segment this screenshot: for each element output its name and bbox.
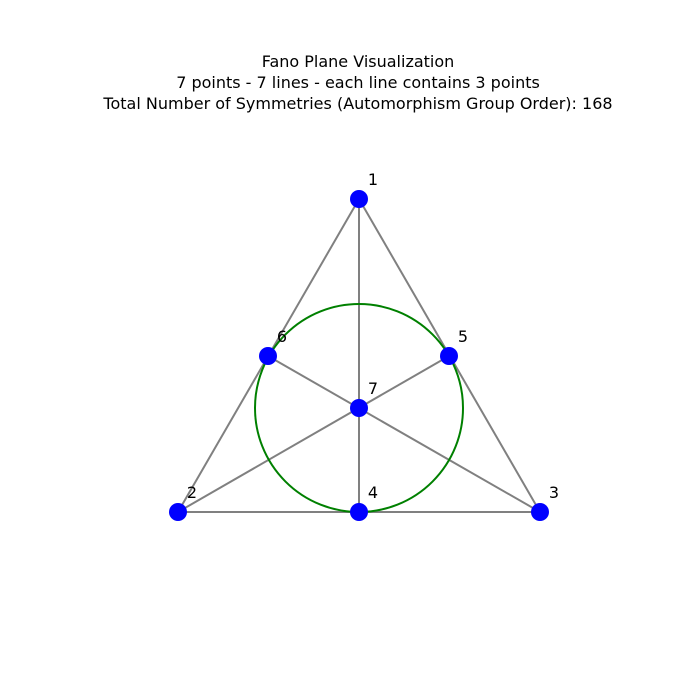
title-line-3: Total Number of Symmetries (Automorphism… [103,94,613,113]
point-3 [531,503,549,521]
title-line-2: 7 points - 7 lines - each line contains … [176,73,540,92]
lines-layer [177,198,541,513]
line-2-5 [177,355,450,513]
title-line-1: Fano Plane Visualization [261,52,455,71]
point-5 [440,347,458,365]
point-6 [259,347,277,365]
point-label-6: 6 [277,327,287,346]
point-label-4: 4 [368,483,378,502]
point-label-2: 2 [187,483,197,502]
point-label-3: 3 [549,483,559,502]
line-3-6 [267,355,541,513]
points-layer [169,190,549,521]
point-4 [350,503,368,521]
point-2 [169,503,187,521]
diagram-title: Fano Plane Visualization 7 points - 7 li… [0,51,700,114]
point-1 [350,190,368,208]
labels-layer: 1 2 3 4 5 6 7 [187,170,559,502]
point-label-1: 1 [368,170,378,189]
point-7 [350,399,368,417]
point-label-5: 5 [458,327,468,346]
point-label-7: 7 [368,379,378,398]
